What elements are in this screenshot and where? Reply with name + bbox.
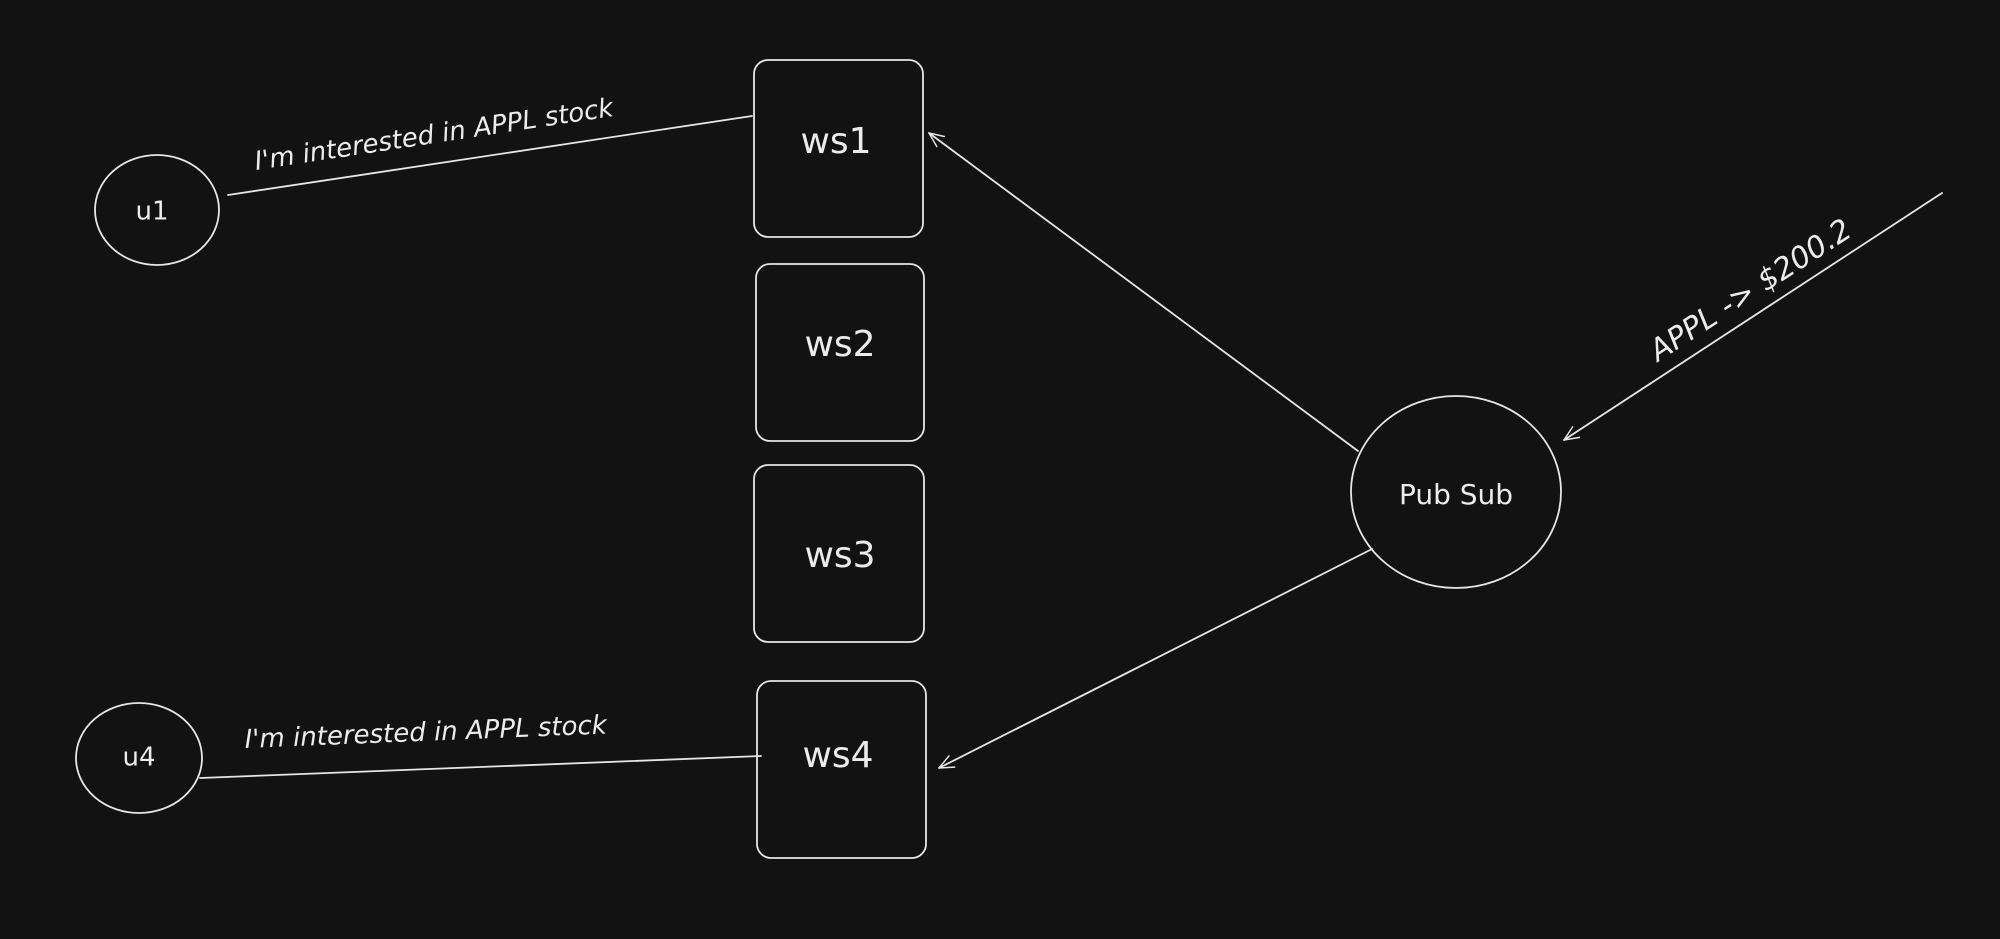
u1-to-ws1-connection[interactable]	[227, 115, 753, 196]
pubsub-label: Pub Sub	[1399, 478, 1513, 511]
user-u1-label: u1	[135, 197, 168, 227]
price-update-message: APPL -> $200.2	[1642, 212, 1859, 370]
u4-to-ws4-connection[interactable]	[199, 755, 762, 779]
user-u1-node[interactable]	[94, 154, 220, 266]
ws1-label: ws1	[800, 121, 871, 162]
ws2-server-box[interactable]	[755, 263, 925, 442]
ws4-server-box[interactable]	[756, 680, 927, 859]
ws2-label: ws2	[804, 324, 875, 365]
u4-to-ws4-message: I'm interested in APPL stock	[244, 710, 608, 755]
user-u4-node[interactable]	[75, 702, 203, 814]
ws4-label: ws4	[802, 735, 873, 776]
ws3-server-box[interactable]	[753, 464, 925, 643]
ws1-server-box[interactable]	[753, 59, 924, 238]
pubsub-node[interactable]	[1350, 395, 1562, 589]
user-u4-label: u4	[122, 743, 155, 773]
pubsub-to-ws4-arrow[interactable]	[938, 548, 1373, 769]
pubsub-to-ws1-arrow[interactable]	[928, 132, 1359, 452]
ws3-label: ws3	[804, 535, 875, 576]
external-to-pubsub-arrow[interactable]	[1563, 192, 1943, 441]
